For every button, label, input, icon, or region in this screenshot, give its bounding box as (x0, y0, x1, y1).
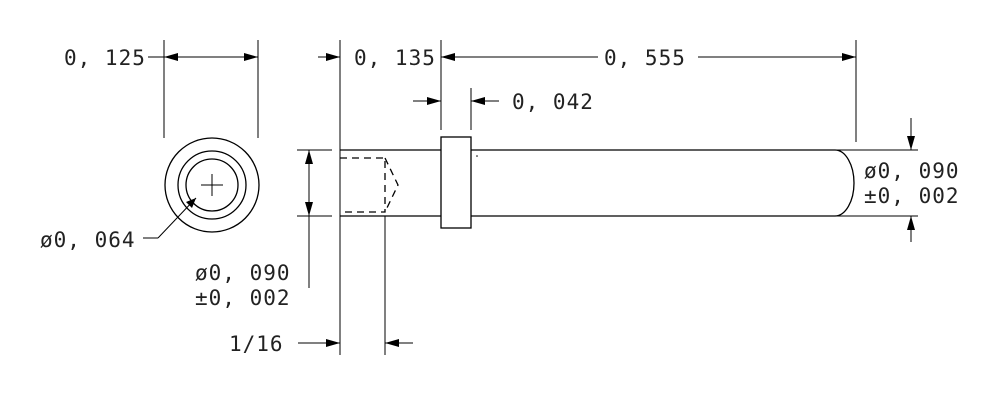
end-view: 0, 125 ø0, 064 (40, 40, 260, 252)
dim-left-section-length: 0, 135 (354, 46, 436, 70)
hidden-hole-tip (384, 157, 399, 213)
arrowhead (326, 53, 340, 61)
dim-end-view-width: 0, 125 (64, 46, 146, 70)
pin-body (471, 149, 855, 217)
dim-left-tolerance: ±0, 002 (195, 286, 291, 310)
dim-right-tolerance: ±0, 002 (864, 184, 960, 208)
arrowhead (326, 339, 340, 347)
end-view-outer-circle (164, 137, 260, 233)
end-view-inner-circle (185, 158, 239, 212)
dim-hole-depth: 1/16 (229, 332, 284, 356)
arrowhead (305, 150, 313, 164)
arrowhead (471, 97, 485, 105)
arrowhead (244, 53, 258, 61)
dim-flange-width: 0, 042 (512, 90, 594, 114)
hidden-hole-outline (340, 157, 386, 213)
dim-inner-diameter: ø0, 064 (40, 228, 136, 252)
arrowhead (427, 97, 441, 105)
arrowhead (305, 202, 313, 216)
arrowhead (385, 339, 399, 347)
end-view-middle-circle (177, 150, 247, 220)
dim-pin-length: 0, 555 (604, 46, 686, 70)
arrowhead (186, 198, 196, 208)
arrowhead (164, 53, 178, 61)
arrowhead (441, 53, 455, 61)
dim-right-diameter: ø0, 090 (864, 159, 960, 183)
side-view: 0, 135 0, 555 0, 042 ø0, 090 ±0, 002 ø0,… (195, 40, 960, 356)
flange (440, 136, 472, 229)
arrowhead (907, 136, 915, 150)
arrowhead (842, 53, 856, 61)
dim-left-diameter: ø0, 090 (195, 261, 291, 285)
arrowhead (907, 216, 915, 230)
speck (476, 155, 478, 157)
